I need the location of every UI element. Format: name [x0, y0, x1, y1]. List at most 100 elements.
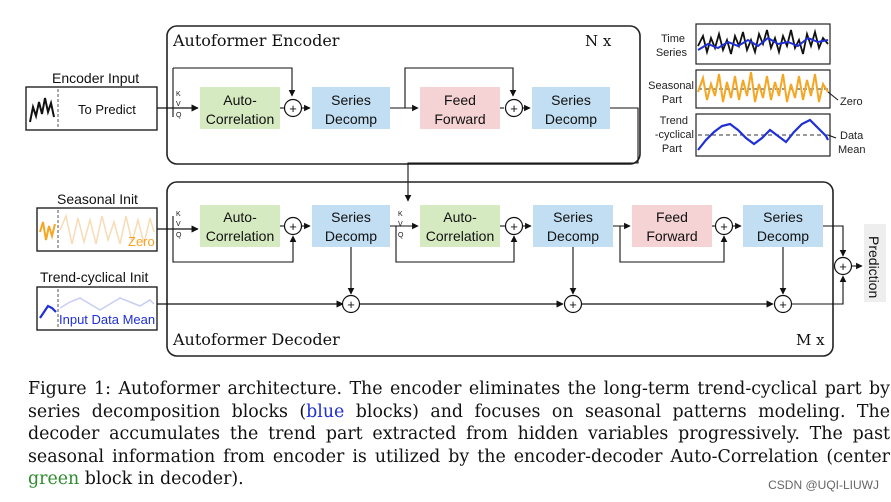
- dec-feed-forward-block: [632, 205, 712, 247]
- legend-mean: Mean: [838, 144, 866, 156]
- enc-add-2: [504, 98, 524, 118]
- legend-trend-series: [697, 118, 829, 151]
- decoder-title: Autoformer Decoder: [172, 330, 340, 349]
- enc-series-decomp-1: [312, 87, 390, 129]
- dec2-autocorr-label-1: Auto-: [443, 209, 477, 225]
- seasonal-init-history: [39, 221, 56, 241]
- dec-decomp2-label-1: Series: [553, 209, 593, 225]
- dec1-q: Q: [176, 232, 182, 239]
- prediction-label: Prediction: [866, 236, 882, 298]
- legend-zero: Zero: [840, 96, 863, 108]
- dec-decomp3-label-2: Decomp: [757, 228, 809, 244]
- legend-zero-pointer: [827, 91, 839, 101]
- legend-mean-pointer: [827, 134, 837, 139]
- legend-trend-2: -cyclical: [655, 129, 694, 141]
- dec-add-2: [504, 216, 524, 236]
- dec-add-1: [283, 216, 303, 236]
- legend-trend-3: Part: [662, 143, 682, 155]
- enc-ff-label-2: Forward: [434, 111, 485, 127]
- enc-ff-label-1: Feed: [444, 92, 476, 108]
- dec-add-3: [714, 216, 734, 236]
- trend-init-label: Trend-cyclical Init: [40, 269, 149, 285]
- enc-series-decomp-2: [532, 87, 610, 129]
- dec2-q: Q: [398, 232, 404, 239]
- dec-trend-add-2-plus: +: [569, 297, 577, 312]
- caption-part-2: blocks) and focuses on seasonal patterns…: [28, 401, 890, 467]
- watermark: CSDN @UQI-LIUWJ: [768, 478, 879, 492]
- encoder-title: Autoformer Encoder: [172, 31, 340, 50]
- encoder-input-label: Encoder Input: [52, 70, 139, 86]
- enc-add-1-plus: +: [289, 101, 297, 116]
- encoder-repeat: N x: [585, 32, 612, 50]
- dec2-k: K: [398, 211, 403, 218]
- dec-residual-2: [395, 226, 518, 263]
- to-predict-label: To Predict: [78, 102, 136, 117]
- dec-trend-output-link: [792, 275, 847, 305]
- enc-decomp1-label-2: Decomp: [325, 111, 377, 127]
- caption-part-3: block in decoder).: [79, 469, 244, 489]
- trend-init-history: [39, 304, 57, 319]
- enc-decomp2-label-1: Series: [551, 92, 591, 108]
- legend-seasonal-1: Seasonal: [648, 80, 694, 92]
- decoder-frame: [166, 181, 834, 357]
- dec-add-3-plus: +: [720, 219, 728, 234]
- final-add-plus: +: [839, 259, 847, 274]
- enc-autocorr-label-2: Correlation: [206, 111, 274, 127]
- figure-caption: Figure 1: Autoformer architecture. The e…: [28, 378, 890, 491]
- dec-add-1-plus: +: [289, 219, 297, 234]
- seasonal-init-label: Seasonal Init: [57, 191, 138, 207]
- dec-seasonal-output-link: [823, 225, 847, 257]
- legend-time-series-blue: [697, 36, 829, 51]
- seasonal-init-zero-fill: [59, 213, 155, 245]
- enc-add-1: [283, 98, 303, 118]
- dec-trend-add-1: [341, 294, 361, 314]
- dec1-autocorr-label-2: Correlation: [206, 228, 274, 244]
- dec-ff-label-1: Feed: [656, 209, 688, 225]
- dec2-autocorr-label-2: Correlation: [426, 228, 494, 244]
- dec-series-decomp-2: [533, 205, 613, 247]
- enc-autocorrelation-block: [200, 87, 280, 129]
- caption-part-1: Figure 1: Autoformer architecture. The e…: [28, 379, 890, 422]
- caption-blue-word: blue: [306, 401, 345, 422]
- enc-k: K: [176, 91, 181, 98]
- dec1-autocorr-label-1: Auto-: [223, 209, 257, 225]
- enc-decomp2-label-2: Decomp: [545, 111, 597, 127]
- legend-seasonal-series: [697, 71, 829, 103]
- dec-ff-label-2: Forward: [646, 228, 697, 244]
- final-add: [833, 256, 853, 276]
- dec-decomp1-label-1: Series: [331, 209, 371, 225]
- prediction-box: [864, 224, 886, 302]
- dec-trend-add-3: [773, 294, 793, 314]
- dec-residual-3: [619, 226, 728, 263]
- enc-v: V: [176, 101, 181, 108]
- dec-add-2-plus: +: [510, 219, 518, 234]
- enc-residual-2: [404, 67, 517, 108]
- enc-q: Q: [176, 112, 182, 119]
- encoder-input-thumbnail: [29, 97, 55, 123]
- encoder-frame: [166, 25, 641, 165]
- encoder-to-decoder-link: [404, 107, 639, 202]
- enc-residual-1: [173, 67, 296, 97]
- dec2-v: V: [398, 221, 403, 228]
- caption-green-word: green: [28, 469, 80, 489]
- dec-self-autocorrelation-block: [200, 205, 280, 247]
- legend-time-2: Series: [656, 47, 688, 59]
- dec-decomp1-label-2: Decomp: [325, 228, 377, 244]
- dec-series-decomp-3: [743, 205, 823, 247]
- dec-residual-1: [172, 216, 297, 263]
- legend-data: Data: [840, 130, 864, 142]
- dec-trend-add-3-plus: +: [779, 297, 787, 312]
- dec-series-decomp-1: [312, 205, 390, 247]
- enc-feed-forward-block: [420, 87, 500, 129]
- legend-seasonal-2: Part: [662, 94, 682, 106]
- dec-decomp2-label-2: Decomp: [547, 228, 599, 244]
- enc-decomp1-label-1: Series: [331, 92, 371, 108]
- legend-trend-1: Trend: [660, 115, 688, 127]
- dec1-v: V: [176, 221, 181, 228]
- enc-add-2-plus: +: [510, 101, 518, 116]
- dec-decomp3-label-1: Series: [763, 209, 803, 225]
- trend-init-mean-fill: [59, 297, 155, 311]
- dec-trend-add-1-plus: +: [347, 297, 355, 312]
- input-data-mean-label: Input Data Mean: [59, 312, 155, 327]
